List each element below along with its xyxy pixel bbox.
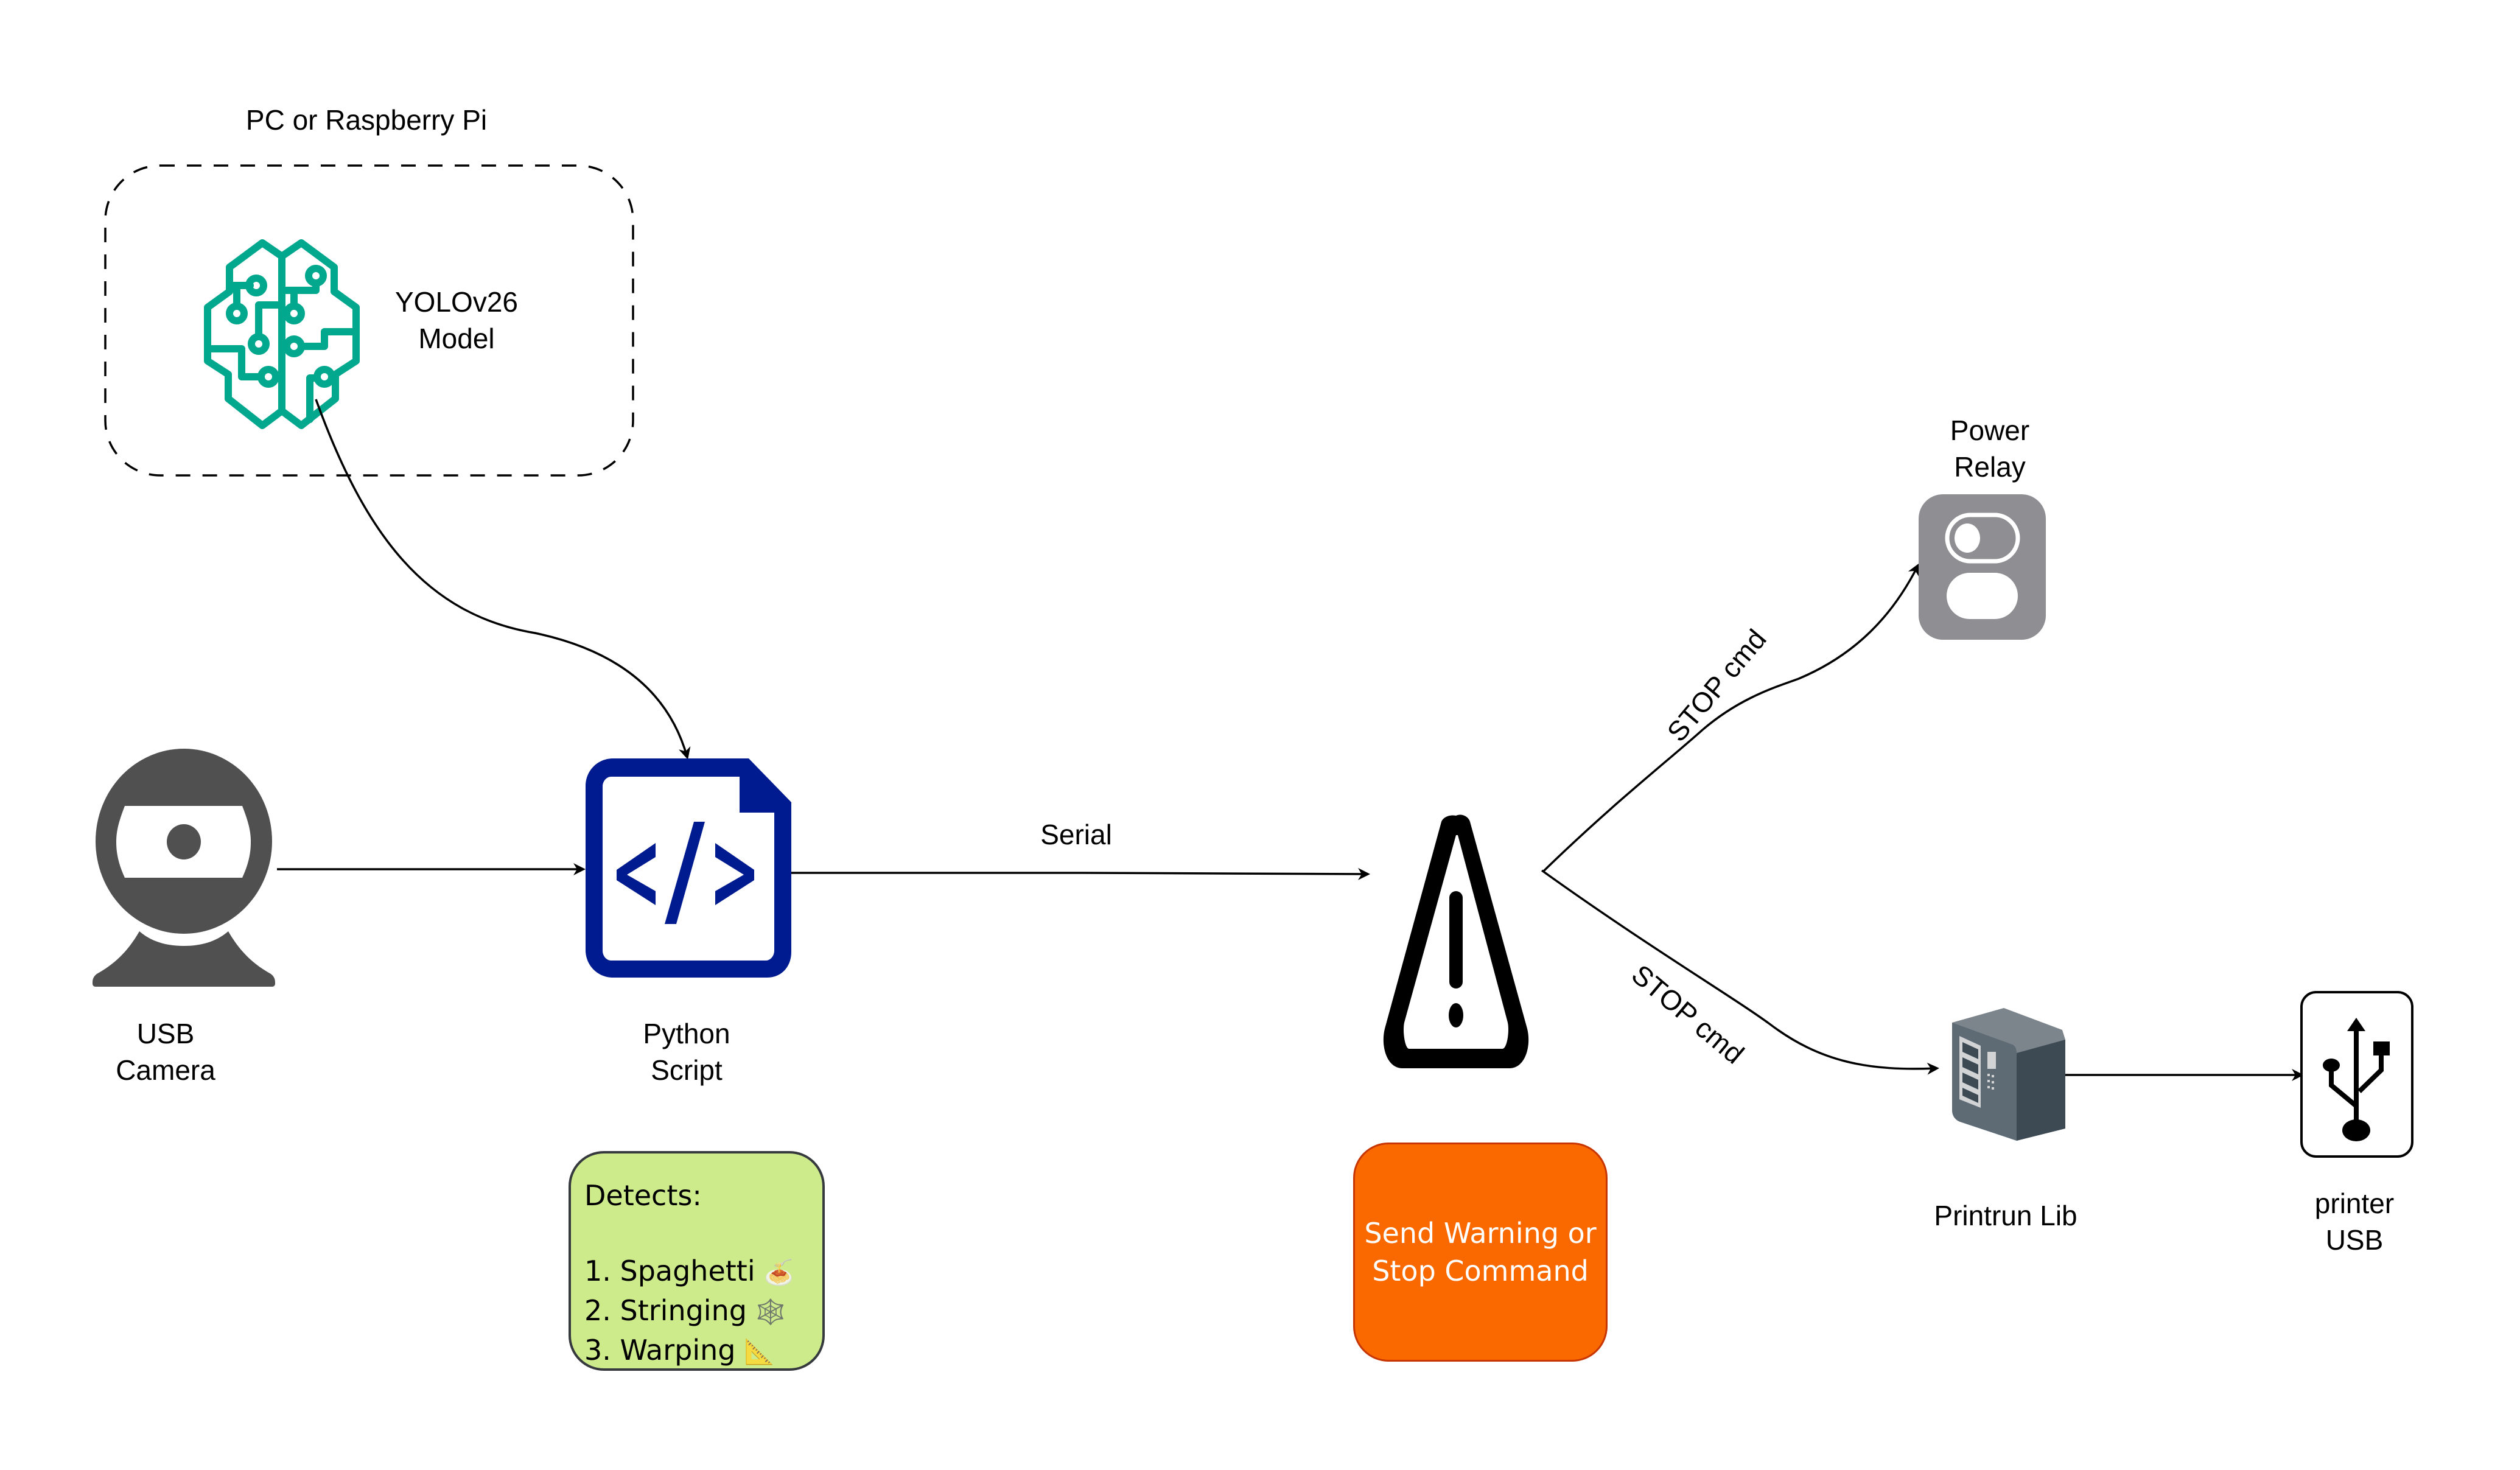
spaghetti-icon: 🍝	[763, 1259, 794, 1287]
printrun-label: Printrun Lib	[1934, 1200, 2077, 1231]
triangular-ruler-icon: 📐	[744, 1338, 775, 1366]
relay-label-line-2: Relay	[1954, 451, 2026, 483]
action-line-2: Stop Command	[1372, 1255, 1589, 1287]
detects-item-text: 2. Stringing	[584, 1294, 747, 1327]
camera-label: USB Camera	[116, 1015, 215, 1088]
toggle-switch-icon[interactable]	[1919, 494, 2046, 640]
code-file-icon[interactable]	[586, 758, 791, 978]
action-note-text: Send Warning or Stop Command	[1364, 1214, 1596, 1290]
detects-item: 2. Stringing 🕸️	[584, 1292, 822, 1331]
edge-model-to-script[interactable]	[315, 399, 691, 760]
usb-label-line-2: USB	[2325, 1224, 2384, 1256]
camera-label-line-1: USB	[136, 1018, 195, 1049]
script-label: Python Script	[643, 1015, 730, 1088]
action-line-1: Send Warning or	[1364, 1217, 1597, 1250]
detects-title: Detects:	[584, 1179, 702, 1212]
server-icon[interactable]	[1952, 1008, 2065, 1141]
edge-warning-to-relay[interactable]	[1542, 563, 1919, 872]
relay-label: Power Relay	[1950, 412, 2029, 485]
detects-note[interactable]: Detects: 1. Spaghetti 🍝 2. Stringing 🕸️ 3.…	[569, 1151, 825, 1371]
detects-item: 3. Warping 📐	[584, 1331, 822, 1371]
detects-item-text: 1. Spaghetti	[584, 1255, 755, 1287]
usb-label: printer USB	[2315, 1185, 2394, 1258]
spider-web-icon: 🕸️	[755, 1298, 786, 1326]
script-label-line-2: Script	[651, 1054, 723, 1086]
webcam-icon[interactable]	[93, 749, 275, 987]
model-label-line-1: YOLOv26	[395, 286, 518, 318]
camera-label-line-2: Camera	[116, 1054, 215, 1086]
pc-container-box[interactable]	[104, 164, 634, 477]
brain-circuit-icon[interactable]	[204, 239, 360, 429]
detects-spacer	[584, 1214, 822, 1252]
warning-triangle-icon[interactable]	[1383, 814, 1529, 1068]
usb-label-line-1: printer	[2314, 1188, 2395, 1219]
edge-warning-to-printrun[interactable]	[1541, 869, 1939, 1075]
action-note[interactable]: Send Warning or Stop Command	[1353, 1143, 1608, 1362]
relay-label-line-1: Power	[1950, 415, 2030, 446]
container-label: PC or Raspberry Pi	[245, 104, 488, 136]
script-label-line-1: Python	[643, 1018, 730, 1049]
usb-icon[interactable]	[2300, 991, 2413, 1158]
edge-script-to-warning[interactable]	[791, 867, 1370, 880]
model-label-line-2: Model	[418, 323, 495, 354]
model-label: YOLOv26 Model	[395, 284, 518, 357]
detects-item-text: 3. Warping	[584, 1334, 736, 1367]
edge-label-serial: Serial	[1040, 819, 1112, 850]
detects-item: 1. Spaghetti 🍝	[584, 1252, 822, 1292]
